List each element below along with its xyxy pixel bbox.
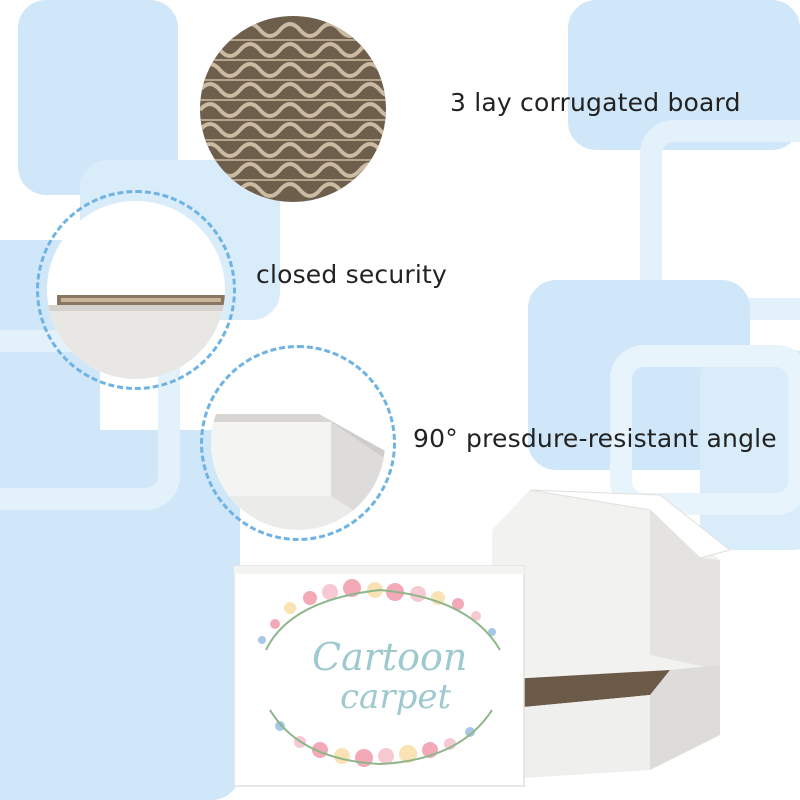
- box-illustration: Cartoon carpet: [233, 489, 732, 787]
- closed-box-edge-icon: [47, 201, 225, 379]
- closed-security-circle: [36, 190, 236, 390]
- feature-label-corrugated: 3 lay corrugated board: [450, 88, 741, 117]
- brand-line-2: carpet: [340, 677, 451, 717]
- box-corner-angle-icon: [211, 356, 385, 530]
- bg-panel-right-low: [700, 350, 800, 550]
- feature-label-closed-security: closed security: [256, 260, 448, 289]
- brand-line-1: Cartoon: [312, 635, 467, 679]
- product-boxes: Cartoon carpet: [230, 480, 732, 790]
- feature-label-angle: 90° presdure-resistant angle: [413, 424, 777, 453]
- angle-circle: [200, 345, 396, 541]
- corrugated-circle: [200, 16, 386, 202]
- corrugated-board-icon: [200, 16, 386, 202]
